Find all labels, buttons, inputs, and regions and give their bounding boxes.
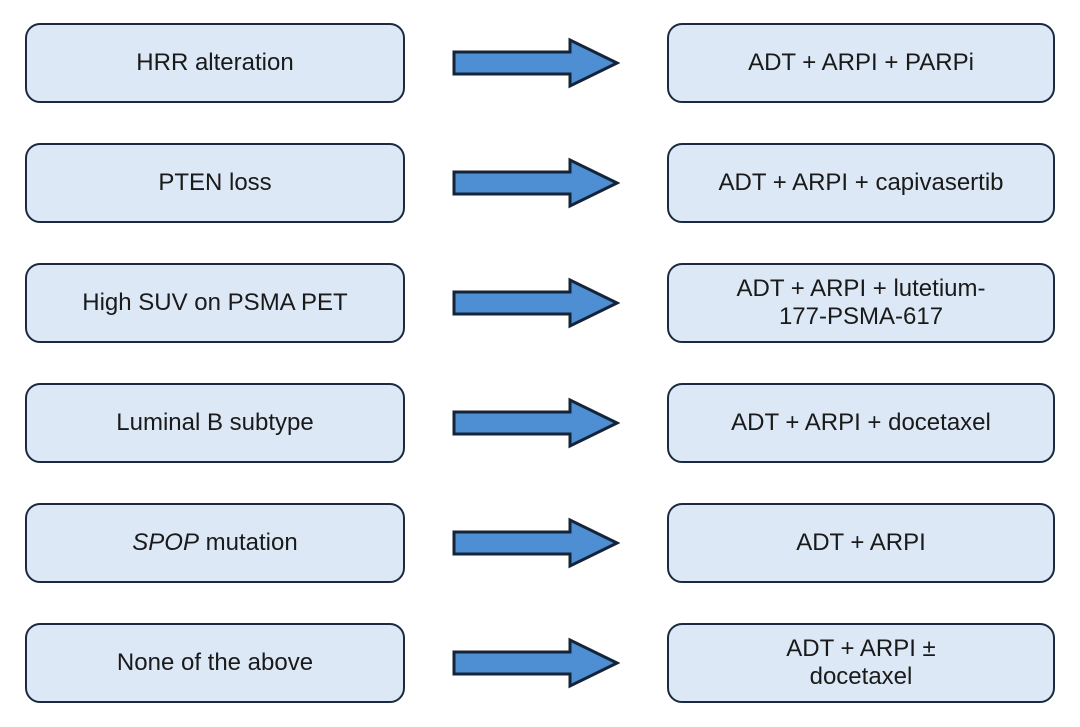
right-arrow-icon bbox=[452, 397, 620, 449]
treatment-box: ADT + ARPI + docetaxel bbox=[667, 383, 1055, 463]
mapping-row-hrr: HRR alteration ADT + ARPI + PARPi bbox=[25, 23, 1055, 103]
condition-label: High SUV on PSMA PET bbox=[82, 289, 348, 316]
right-arrow-icon bbox=[452, 517, 620, 569]
treatment-label: ADT + ARPI + lutetium- 177-PSMA-617 bbox=[736, 275, 986, 330]
mapping-row-pten: PTEN loss ADT + ARPI + capivasertib bbox=[25, 143, 1055, 223]
treatment-box: ADT + ARPI + lutetium- 177-PSMA-617 bbox=[667, 263, 1055, 343]
arrow-container bbox=[405, 397, 667, 449]
treatment-box: ADT + ARPI + capivasertib bbox=[667, 143, 1055, 223]
treatment-box: ADT + ARPI + PARPi bbox=[667, 23, 1055, 103]
condition-label: SPOP mutation bbox=[132, 529, 297, 557]
treatment-label: ADT + ARPI + docetaxel bbox=[731, 409, 991, 436]
mapping-row-luminal-b: Luminal B subtype ADT + ARPI + docetaxel bbox=[25, 383, 1055, 463]
condition-label: Luminal B subtype bbox=[116, 409, 314, 436]
arrow-container bbox=[405, 277, 667, 329]
condition-label: PTEN loss bbox=[158, 169, 272, 196]
condition-label-rest: mutation bbox=[198, 529, 298, 556]
arrow-container bbox=[405, 157, 667, 209]
treatment-label: ADT + ARPI ± docetaxel bbox=[786, 635, 936, 690]
mapping-row-spop: SPOP mutation ADT + ARPI bbox=[25, 503, 1055, 583]
treatment-label: ADT + ARPI bbox=[796, 529, 926, 556]
treatment-label: ADT + ARPI + PARPi bbox=[748, 49, 974, 76]
mapping-row-none: None of the above ADT + ARPI ± docetaxel bbox=[25, 623, 1055, 703]
treatment-box: ADT + ARPI bbox=[667, 503, 1055, 583]
condition-box: Luminal B subtype bbox=[25, 383, 405, 463]
condition-label: HRR alteration bbox=[136, 49, 294, 76]
treatment-box: ADT + ARPI ± docetaxel bbox=[667, 623, 1055, 703]
mapping-row-psma: High SUV on PSMA PET ADT + ARPI + luteti… bbox=[25, 263, 1055, 343]
condition-box: SPOP mutation bbox=[25, 503, 405, 583]
condition-box: HRR alteration bbox=[25, 23, 405, 103]
condition-gene-name: SPOP bbox=[132, 529, 199, 556]
right-arrow-icon bbox=[452, 37, 620, 89]
arrow-container bbox=[405, 37, 667, 89]
condition-label: None of the above bbox=[116, 649, 314, 676]
treatment-label: ADT + ARPI + capivasertib bbox=[718, 169, 1004, 196]
right-arrow-icon bbox=[452, 157, 620, 209]
right-arrow-icon bbox=[452, 277, 620, 329]
condition-box: None of the above bbox=[25, 623, 405, 703]
condition-box: PTEN loss bbox=[25, 143, 405, 223]
condition-box: High SUV on PSMA PET bbox=[25, 263, 405, 343]
arrow-container bbox=[405, 637, 667, 689]
arrow-container bbox=[405, 517, 667, 569]
right-arrow-icon bbox=[452, 637, 620, 689]
